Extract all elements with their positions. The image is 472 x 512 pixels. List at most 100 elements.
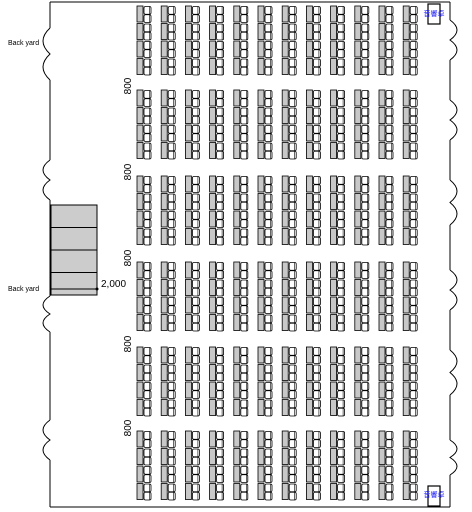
chair (288, 201, 297, 211)
seat-row (305, 261, 321, 279)
table (281, 107, 289, 124)
door-arc (449, 439, 458, 476)
seat-row (281, 465, 297, 483)
seat-row (233, 58, 249, 76)
table (136, 175, 144, 193)
table (160, 175, 168, 193)
chair (264, 14, 273, 23)
door-arc (42, 419, 51, 461)
chair (167, 176, 176, 185)
chair (216, 14, 225, 23)
seat-row (281, 228, 297, 246)
seat-row (281, 448, 297, 466)
chair (409, 49, 418, 58)
chair (288, 58, 297, 68)
chair (288, 347, 297, 356)
chair (337, 184, 346, 193)
seat-row (354, 279, 370, 297)
seating-area (136, 5, 418, 501)
chair (240, 142, 249, 152)
table (402, 430, 410, 448)
chair (288, 228, 297, 238)
chair (240, 466, 249, 475)
chair (240, 270, 249, 279)
chair (167, 466, 176, 475)
chair (143, 125, 152, 134)
table (402, 364, 410, 381)
chair (216, 201, 225, 211)
chair (143, 150, 152, 160)
table (354, 448, 362, 465)
chair (288, 305, 297, 314)
chair (409, 236, 418, 246)
chair (337, 201, 346, 211)
chair (264, 125, 273, 134)
chair (191, 14, 200, 23)
seat-row (136, 193, 152, 211)
seat-row (233, 314, 249, 332)
seat-row (378, 399, 394, 417)
table (354, 5, 362, 23)
table (257, 399, 265, 416)
chair (361, 236, 370, 246)
chair (216, 483, 225, 493)
table (257, 465, 265, 483)
table (160, 430, 168, 448)
table (233, 107, 241, 124)
chair (240, 372, 249, 382)
seat-row (305, 346, 321, 364)
seat-row (330, 465, 346, 483)
chair (409, 347, 418, 356)
chair (216, 456, 225, 466)
gap-dimension-label: 800 (123, 419, 134, 436)
door-arc (449, 99, 458, 141)
seat-row (378, 142, 394, 160)
chair (361, 483, 370, 493)
table (305, 193, 313, 210)
seat-row (233, 346, 249, 364)
table (354, 193, 362, 210)
chair (191, 483, 200, 493)
seat-row (354, 364, 370, 382)
table (233, 279, 241, 296)
chair (167, 456, 176, 466)
table (281, 296, 289, 314)
seat-row (354, 5, 370, 23)
chair (240, 150, 249, 160)
chair (288, 390, 297, 399)
seat-row (160, 448, 176, 466)
seat-row (330, 430, 346, 448)
chair (409, 23, 418, 33)
chair (240, 98, 249, 107)
seat-row (305, 40, 321, 58)
table (184, 346, 192, 364)
chair (385, 456, 394, 466)
chair (409, 41, 418, 50)
chair (167, 322, 176, 332)
chair (264, 483, 273, 493)
back-yard-bottom-label: Back yard (8, 286, 39, 293)
seat-row (209, 364, 225, 382)
seat-row (281, 364, 297, 382)
chair (240, 184, 249, 193)
chair (337, 98, 346, 107)
seat-row (136, 89, 152, 107)
table (136, 5, 144, 23)
chair (143, 364, 152, 374)
table (184, 430, 192, 448)
chair (240, 382, 249, 391)
chair (240, 41, 249, 50)
table (257, 448, 265, 465)
chair (167, 211, 176, 220)
seat-row (305, 23, 321, 41)
table (233, 381, 241, 399)
chair (337, 133, 346, 142)
chair (216, 305, 225, 314)
chair (409, 372, 418, 382)
chair (409, 407, 418, 417)
table (257, 346, 265, 364)
table (305, 364, 313, 381)
chair (167, 133, 176, 142)
table (330, 430, 338, 448)
chair (264, 355, 273, 364)
